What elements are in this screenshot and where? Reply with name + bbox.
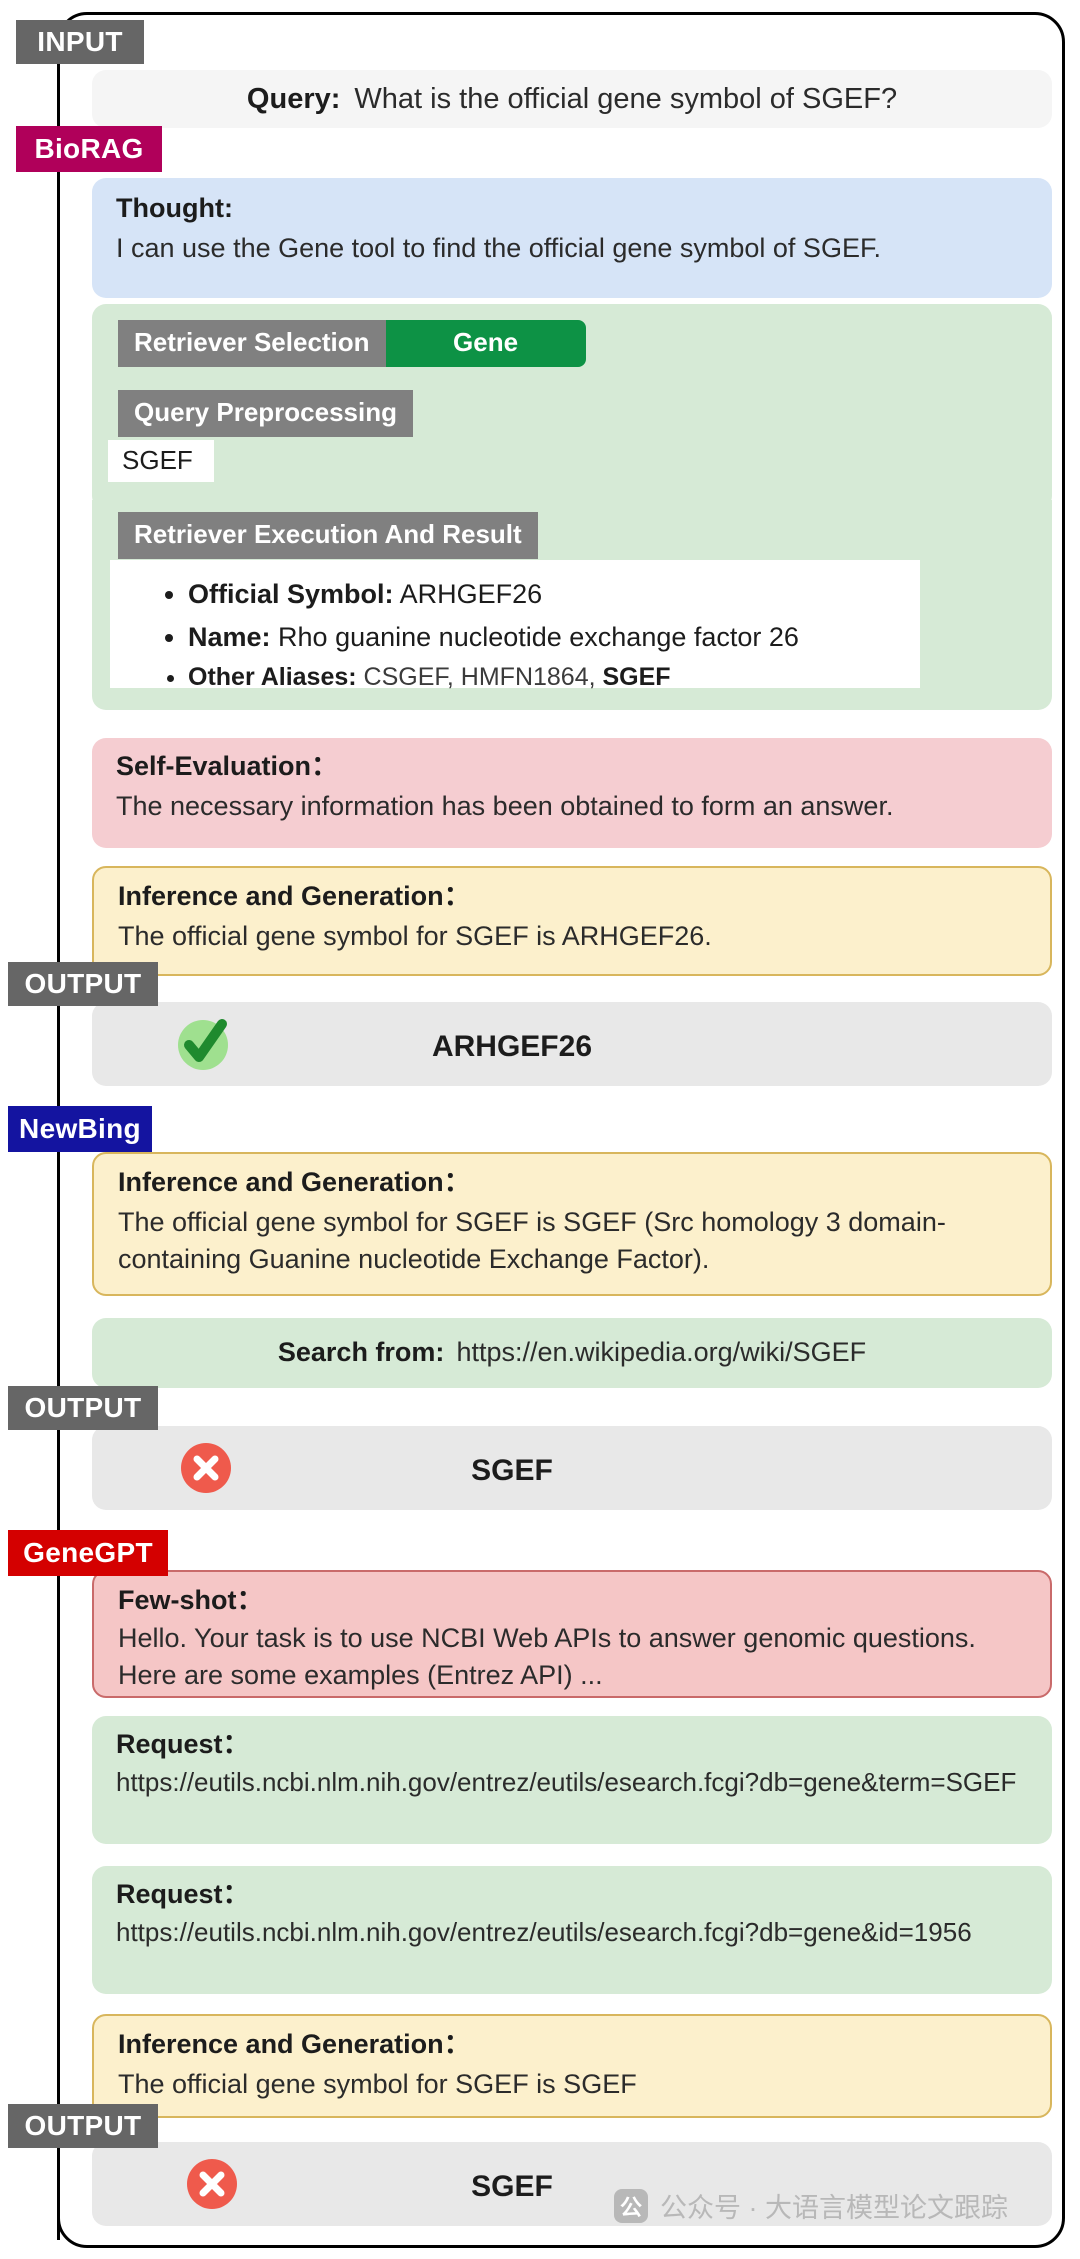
result-key-name: Name: (188, 621, 271, 652)
biorag-output-answer: ARHGEF26 (431, 1030, 593, 1063)
stage-tag-genegpt: GeneGPT (8, 1530, 168, 1576)
thought-text: I can use the Gene tool to find the offi… (116, 232, 881, 263)
retriever-execution-row-2: Retriever Execution And Result (118, 512, 538, 559)
result-item-other-aliases: Other Aliases: CSGEF, HMFN1864, SGEF (188, 659, 900, 697)
genegpt-inference-card: Inference and Generation： The official g… (92, 2014, 1052, 2118)
stage-tag-biorag-label: BioRAG (34, 133, 144, 164)
stage-tag-genegpt-label: GeneGPT (23, 1537, 153, 1568)
query-preprocessing-value: SGEF (108, 440, 214, 482)
newbing-inference-header: Inference and Generation： (118, 1167, 471, 1197)
self-evaluation-card: Self-Evaluation： The necessary informati… (92, 738, 1052, 848)
newbing-inference-card: Inference and Generation： The official g… (92, 1152, 1052, 1296)
biorag-output-card (92, 1002, 1052, 1086)
retriever-results-list: Official Symbol: ARHGEF26 Name: Rho guan… (188, 574, 900, 697)
stage-tag-newbing-label: NewBing (19, 1113, 141, 1144)
genegpt-output-card (92, 2142, 1052, 2226)
watermark-text: 公众号 · 大语言模型论文跟踪 (660, 2193, 1008, 2223)
retriever-selection-label: Retriever Selection (118, 320, 386, 367)
query-preprocessing-label: Query Preprocessing (118, 390, 413, 437)
genegpt-fewshot-card: Few-shot： Hello. Your task is to use NCB… (92, 1570, 1052, 1698)
newbing-output-card (92, 1426, 1052, 1510)
genegpt-request-label-2: Request： (116, 1879, 250, 1909)
query-card: Query: What is the official gene symbol … (92, 70, 1052, 128)
genegpt-fewshot-header: Few-shot： (118, 1585, 264, 1615)
biorag-inference-header: Inference and Generation： (118, 881, 471, 911)
biorag-inference-text: The official gene symbol for SGEF is ARH… (118, 920, 712, 951)
cross-icon-genegpt (186, 2158, 238, 2210)
stage-tag-output-genegpt-label: OUTPUT (24, 2110, 142, 2141)
query-label: Query: (246, 82, 341, 115)
result-value-other-aliases-bold: SGEF (602, 663, 671, 691)
stage-tag-output-newbing: OUTPUT (8, 1386, 158, 1430)
retriever-selection-value: Gene (385, 320, 586, 367)
genegpt-request-label-1: Request： (116, 1729, 250, 1759)
retriever-selection-row: Retriever Selection Gene (118, 320, 586, 367)
cross-icon-newbing (180, 1442, 232, 1494)
genegpt-inference-header: Inference and Generation： (118, 2029, 471, 2059)
stage-tag-input: INPUT (16, 20, 144, 64)
retriever-execution-label-2: Retriever Execution And Result (118, 512, 538, 559)
retriever-results-panel: Official Symbol: ARHGEF26 Name: Rho guan… (110, 560, 920, 691)
watermark-logo-icon: 公 (614, 2188, 648, 2223)
genegpt-request-card-1: Request： https://eutils.ncbi.nlm.nih.gov… (92, 1716, 1052, 1844)
result-value-name: Rho guanine nucleotide exchange factor 2… (278, 621, 799, 652)
check-icon (170, 1010, 236, 1076)
stage-tag-output-biorag: OUTPUT (8, 962, 158, 1006)
newbing-search-card: Search from: https://en.wikipedia.org/wi… (92, 1318, 1052, 1388)
self-evaluation-text: The necessary information has been obtai… (116, 790, 894, 821)
watermark: 公 公众号 · 大语言模型论文跟踪 (614, 2186, 1008, 2225)
result-item-official-symbol: Official Symbol: ARHGEF26 (188, 574, 900, 615)
query-preprocessing-row: Query Preprocessing (118, 390, 413, 437)
thought-card: Thought: I can use the Gene tool to find… (92, 178, 1052, 298)
biorag-inference-card: Inference and Generation： The official g… (92, 866, 1052, 976)
thought-header: Thought: (116, 193, 233, 223)
result-key-other-aliases: Other Aliases: (188, 663, 357, 691)
stage-tag-output-newbing-label: OUTPUT (24, 1392, 142, 1423)
newbing-inference-text: The official gene symbol for SGEF is SGE… (118, 1206, 946, 1274)
newbing-output-answer: SGEF (471, 1454, 553, 1487)
genegpt-output-answer: SGEF (471, 2170, 553, 2203)
stage-tag-biorag: BioRAG (16, 126, 162, 172)
stage-tag-input-label: INPUT (37, 26, 123, 57)
result-key-official-symbol: Official Symbol: (188, 579, 394, 609)
stage-tag-newbing: NewBing (8, 1106, 152, 1152)
stage-tag-output-biorag-label: OUTPUT (24, 968, 142, 999)
result-value-other-aliases: CSGEF, HMFN1864, (363, 663, 603, 691)
newbing-search-url[interactable]: https://en.wikipedia.org/wiki/SGEF (456, 1337, 867, 1368)
self-evaluation-header: Self-Evaluation： (116, 751, 339, 781)
result-item-name: Name: Rho guanine nucleotide exchange fa… (188, 617, 900, 658)
stage-tag-output-genegpt: OUTPUT (8, 2104, 158, 2148)
genegpt-fewshot-text: Hello. Your task is to use NCBI Web APIs… (118, 1622, 976, 1690)
query-text: What is the official gene symbol of SGEF… (354, 82, 898, 115)
genegpt-request-url-1[interactable]: https://eutils.ncbi.nlm.nih.gov/entrez/e… (116, 1766, 1017, 1797)
genegpt-inference-text: The official gene symbol for SGEF is SGE… (118, 2068, 637, 2099)
genegpt-request-url-2[interactable]: https://eutils.ncbi.nlm.nih.gov/entrez/e… (116, 1916, 972, 1947)
result-value-official-symbol: ARHGEF26 (399, 579, 543, 609)
newbing-search-label: Search from: (277, 1337, 445, 1368)
genegpt-request-card-2: Request： https://eutils.ncbi.nlm.nih.gov… (92, 1866, 1052, 1994)
